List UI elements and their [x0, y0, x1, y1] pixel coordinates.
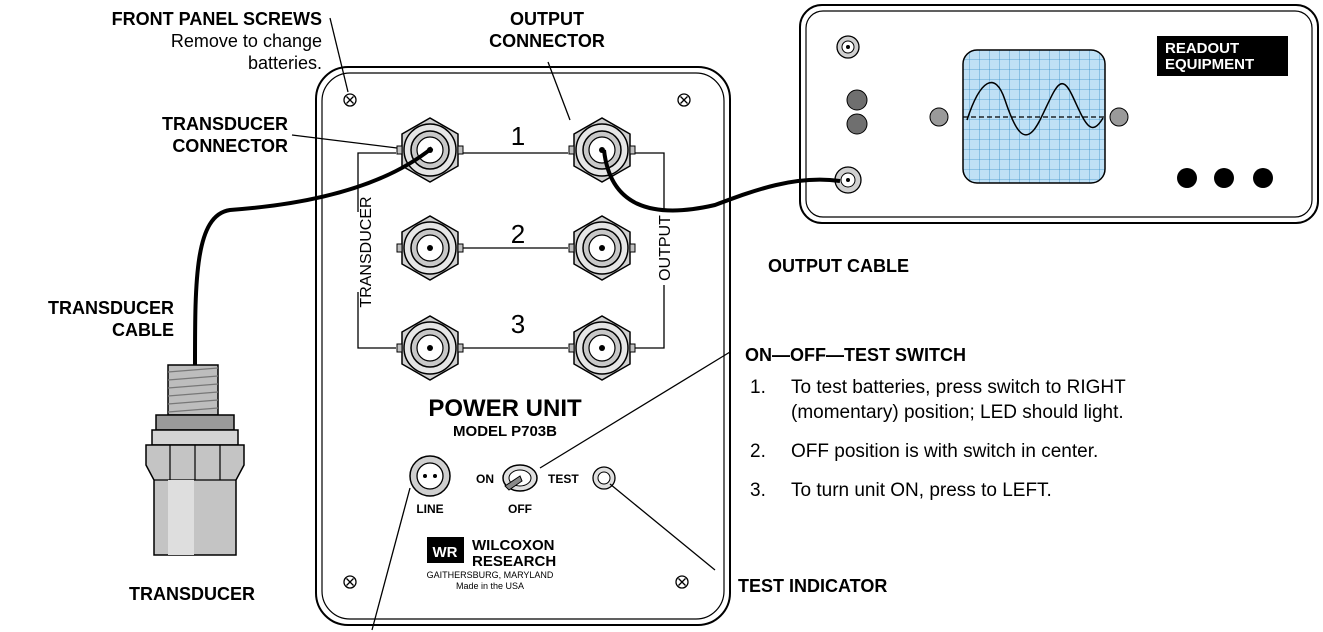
- svg-text:EQUIPMENT: EQUIPMENT: [1165, 56, 1254, 73]
- readout-knobs[interactable]: [846, 89, 1129, 135]
- transducer-cable-label-1: TRANSDUCER: [48, 298, 174, 318]
- panel-side-label-transducer: TRANSDUCER: [358, 196, 375, 307]
- switch-note-1-line-2: (momentary) position; LED should light.: [791, 402, 1124, 423]
- transducer-connector-label-1: TRANSDUCER: [162, 114, 288, 134]
- output-connector-label-2: CONNECTOR: [489, 31, 605, 51]
- svg-text:READOUT: READOUT: [1165, 40, 1239, 57]
- switch-notes-title: ON—OFF—TEST SWITCH: [745, 345, 966, 365]
- brand-city: GAITHERSBURG, MARYLAND: [427, 570, 554, 580]
- switch-note-2-number: 2.: [750, 441, 766, 462]
- channel-number-2: 2: [511, 219, 525, 249]
- switch-note-1-number: 1.: [750, 377, 766, 398]
- test-indicator-label: TEST INDICATOR: [738, 576, 887, 596]
- line-jack[interactable]: [409, 455, 451, 497]
- test-indicator-led: [592, 466, 616, 490]
- transducer-label: TRANSDUCER: [129, 584, 255, 604]
- switch-off-label: OFF: [508, 502, 532, 516]
- line-jack-label: LINE: [416, 502, 443, 516]
- switch-test-label: TEST: [548, 472, 579, 486]
- transducer-cable: [193, 146, 434, 366]
- switch-note-3-number: 3.: [750, 480, 766, 501]
- panel-model: MODEL P703B: [453, 423, 557, 440]
- brand-name-2: RESEARCH: [472, 553, 556, 570]
- transducer: [145, 364, 245, 556]
- transducer-connector-label-2: CONNECTOR: [172, 136, 288, 156]
- svg-text:WR: WR: [433, 544, 458, 561]
- panel-title: POWER UNIT: [428, 395, 582, 422]
- readout-input-connector-bottom[interactable]: [834, 166, 862, 194]
- on-off-test-switch[interactable]: [502, 464, 538, 492]
- readout-buttons[interactable]: [1177, 168, 1273, 188]
- switch-note-3-line-1: To turn unit ON, press to LEFT.: [791, 480, 1052, 501]
- oscilloscope-screen: [962, 49, 1106, 184]
- output-cable: [602, 149, 841, 213]
- readout-input-connector-top[interactable]: [836, 35, 860, 59]
- front-panel-screws-label: FRONT PANEL SCREWS: [112, 9, 322, 29]
- switch-on-label: ON: [476, 472, 494, 486]
- leader-lines: [291, 17, 731, 631]
- transducer-cable-label-2: CABLE: [112, 320, 174, 340]
- brand-made: Made in the USA: [456, 581, 524, 591]
- channel-wiring: [357, 152, 665, 349]
- output-cable-label: OUTPUT CABLE: [768, 256, 909, 276]
- panel-side-label-output: OUTPUT: [657, 215, 674, 281]
- output-connector-label-1: OUTPUT: [510, 9, 584, 29]
- brand-name-1: WILCOXON: [472, 537, 555, 554]
- readout-equipment-badge: READOUT EQUIPMENT: [1157, 36, 1288, 76]
- switch-note-1-line-1: To test batteries, press switch to RIGHT: [791, 377, 1126, 398]
- front-panel-screws-note-1: Remove to change: [171, 31, 322, 51]
- channel-number-3: 3: [511, 309, 525, 339]
- channel-number-1: 1: [511, 121, 525, 151]
- wilcoxon-logo: WR WILCOXON RESEARCH: [427, 537, 556, 570]
- front-panel-screws-note-2: batteries.: [248, 53, 322, 73]
- switch-note-2-line-1: OFF position is with switch in center.: [791, 441, 1098, 462]
